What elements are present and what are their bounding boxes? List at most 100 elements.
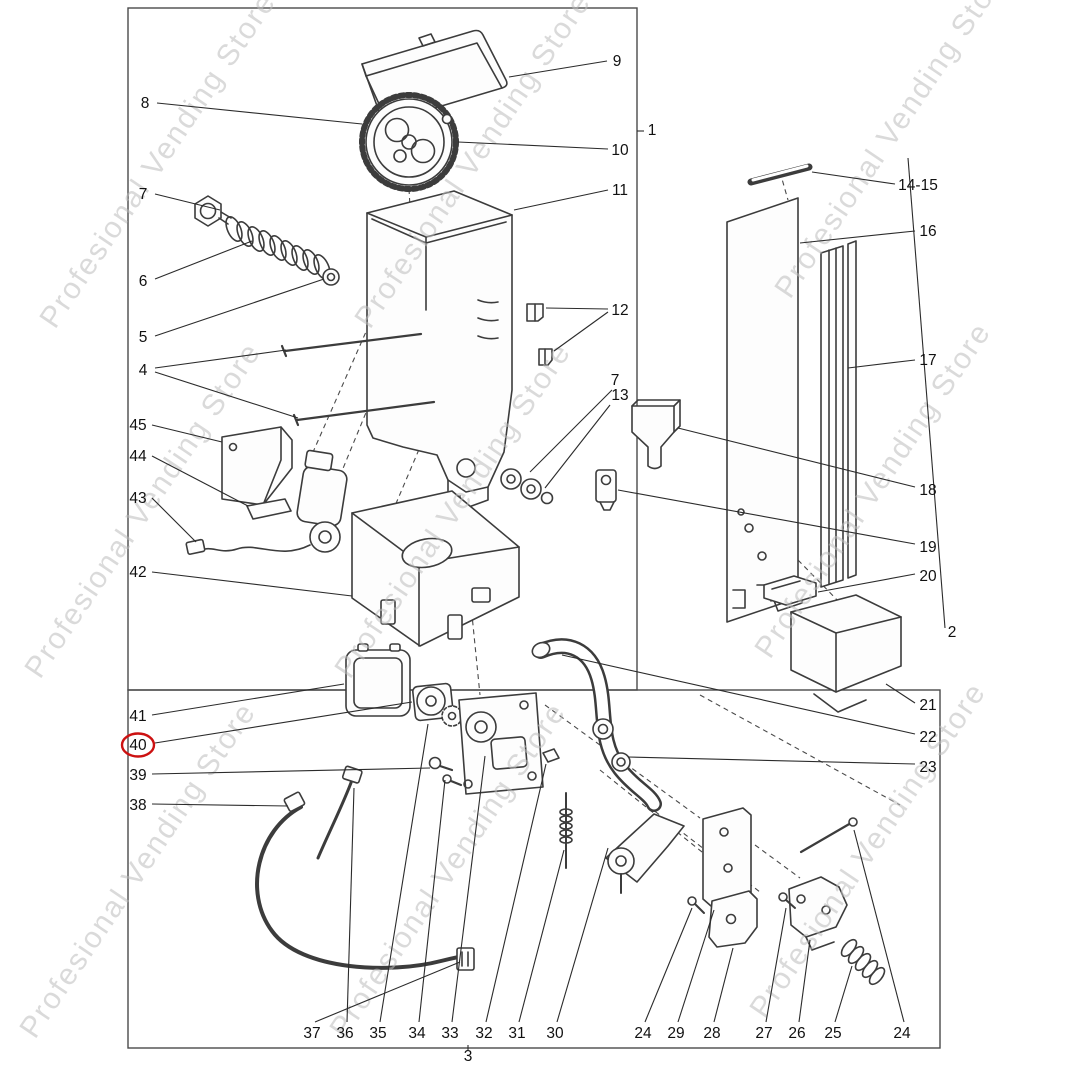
leader-line-10 — [457, 141, 609, 150]
switch-part — [595, 469, 617, 511]
leader-line-31 — [518, 849, 565, 1023]
leader-line-12 — [553, 311, 609, 352]
callout-8: 8 — [141, 95, 150, 112]
callout-18: 18 — [919, 482, 936, 499]
leader-line-4 — [154, 371, 299, 419]
callout-34: 34 — [408, 1025, 426, 1042]
callout-30: 30 — [546, 1025, 564, 1042]
leader-line-5 — [154, 278, 325, 337]
callout-28: 28 — [703, 1025, 720, 1042]
callout-4: 4 — [139, 362, 148, 379]
watermark-text: Profesional Vending Store — [18, 336, 267, 684]
funnel-part — [631, 399, 681, 470]
callout-31: 31 — [508, 1025, 525, 1042]
callout-35: 35 — [369, 1025, 386, 1042]
roller-parts — [500, 468, 554, 505]
callout-21: 21 — [919, 697, 936, 714]
callout-24: 24 — [893, 1025, 911, 1042]
leader-line-6 — [154, 240, 253, 280]
leader-line-43 — [151, 497, 197, 543]
watermark-text: Profesional Vending Store — [33, 0, 282, 334]
watermark-text: Profesional Vending Store — [743, 676, 992, 1024]
pawl-bracket-part — [788, 876, 848, 951]
cable-harness-part — [255, 765, 475, 971]
leader-line-24 — [853, 829, 905, 1023]
leader-line-27 — [765, 907, 787, 1023]
callout-45: 45 — [129, 417, 146, 434]
callout-22: 22 — [919, 729, 936, 746]
auger-spring-part — [225, 216, 331, 280]
leader-line-23 — [627, 756, 916, 765]
callout-40: 40 — [129, 737, 147, 754]
leader-line-41 — [151, 683, 345, 716]
side-rail-part — [820, 240, 857, 588]
callout-3: 3 — [464, 1048, 473, 1065]
leader-line-40 — [154, 701, 413, 744]
callout-36: 36 — [336, 1025, 353, 1042]
leader-line-35 — [379, 723, 429, 1023]
highlight-ellipse — [120, 732, 156, 758]
group-box-3 — [127, 689, 941, 1049]
callout-37: 37 — [303, 1025, 320, 1042]
callout-13: 13 — [611, 387, 628, 404]
leader-line-21 — [885, 683, 916, 704]
callout-1: 1 — [648, 122, 657, 139]
leader-line-34 — [418, 779, 446, 1023]
callout-29: 29 — [667, 1025, 684, 1042]
callout-19: 19 — [919, 539, 936, 556]
callout-20: 20 — [919, 568, 937, 585]
callout-27: 27 — [755, 1025, 772, 1042]
mount-plate-part — [687, 807, 758, 948]
leader-line-8 — [156, 102, 363, 125]
hose-connectors-part — [592, 718, 631, 772]
mount-bracket-part — [221, 426, 293, 520]
callout-17: 17 — [919, 352, 936, 369]
washer-part — [322, 268, 340, 286]
callout-16: 16 — [919, 223, 936, 240]
sprocket-gear-part — [359, 92, 459, 192]
valve-assembly-part — [428, 692, 560, 795]
callout-23: 23 — [919, 759, 936, 776]
callout-44: 44 — [129, 448, 147, 465]
screw-long-part — [799, 817, 858, 854]
leader-line-22 — [561, 654, 916, 735]
leader-line-37 — [314, 961, 461, 1023]
callout-32: 32 — [475, 1025, 492, 1042]
leader-line-7 — [154, 193, 221, 211]
leader-line-32 — [485, 763, 547, 1023]
gearbox-base-part — [351, 490, 520, 647]
leader-line-39 — [151, 767, 431, 775]
slide-bracket-part — [763, 575, 817, 606]
watermark-text: Profesional Vending Store — [768, 0, 1017, 304]
leader-line-7 — [529, 389, 613, 473]
callout-33: 33 — [441, 1025, 458, 1042]
callout-41: 41 — [129, 708, 146, 725]
callout-7: 7 — [611, 372, 620, 389]
callout-9: 9 — [613, 53, 622, 70]
callout-7: 7 — [139, 186, 148, 203]
hose-part — [531, 638, 662, 812]
callout-10: 10 — [611, 142, 629, 159]
callout-5: 5 — [139, 329, 148, 346]
callout-26: 26 — [788, 1025, 805, 1042]
leader-line-4 — [154, 349, 287, 369]
whipper-motor-part — [412, 682, 463, 727]
leader-lines-layer — [151, 60, 946, 1050]
rod-part — [747, 163, 813, 186]
callout-6: 6 — [139, 273, 148, 290]
callout-labels-layer: 98101176541271314-1516171819204544434221… — [120, 53, 956, 1065]
leader-line-19 — [617, 489, 916, 545]
leader-line-14-15 — [811, 171, 896, 185]
leader-line-20 — [817, 573, 916, 593]
leader-line-9 — [508, 60, 608, 78]
leader-line-42 — [151, 571, 353, 597]
leader-line-13 — [544, 404, 611, 489]
callout-39: 39 — [129, 767, 146, 784]
gasket-frame-part — [345, 643, 411, 717]
leader-line-26 — [798, 939, 811, 1023]
leader-line-45 — [151, 424, 223, 443]
leader-line-38 — [151, 803, 289, 807]
